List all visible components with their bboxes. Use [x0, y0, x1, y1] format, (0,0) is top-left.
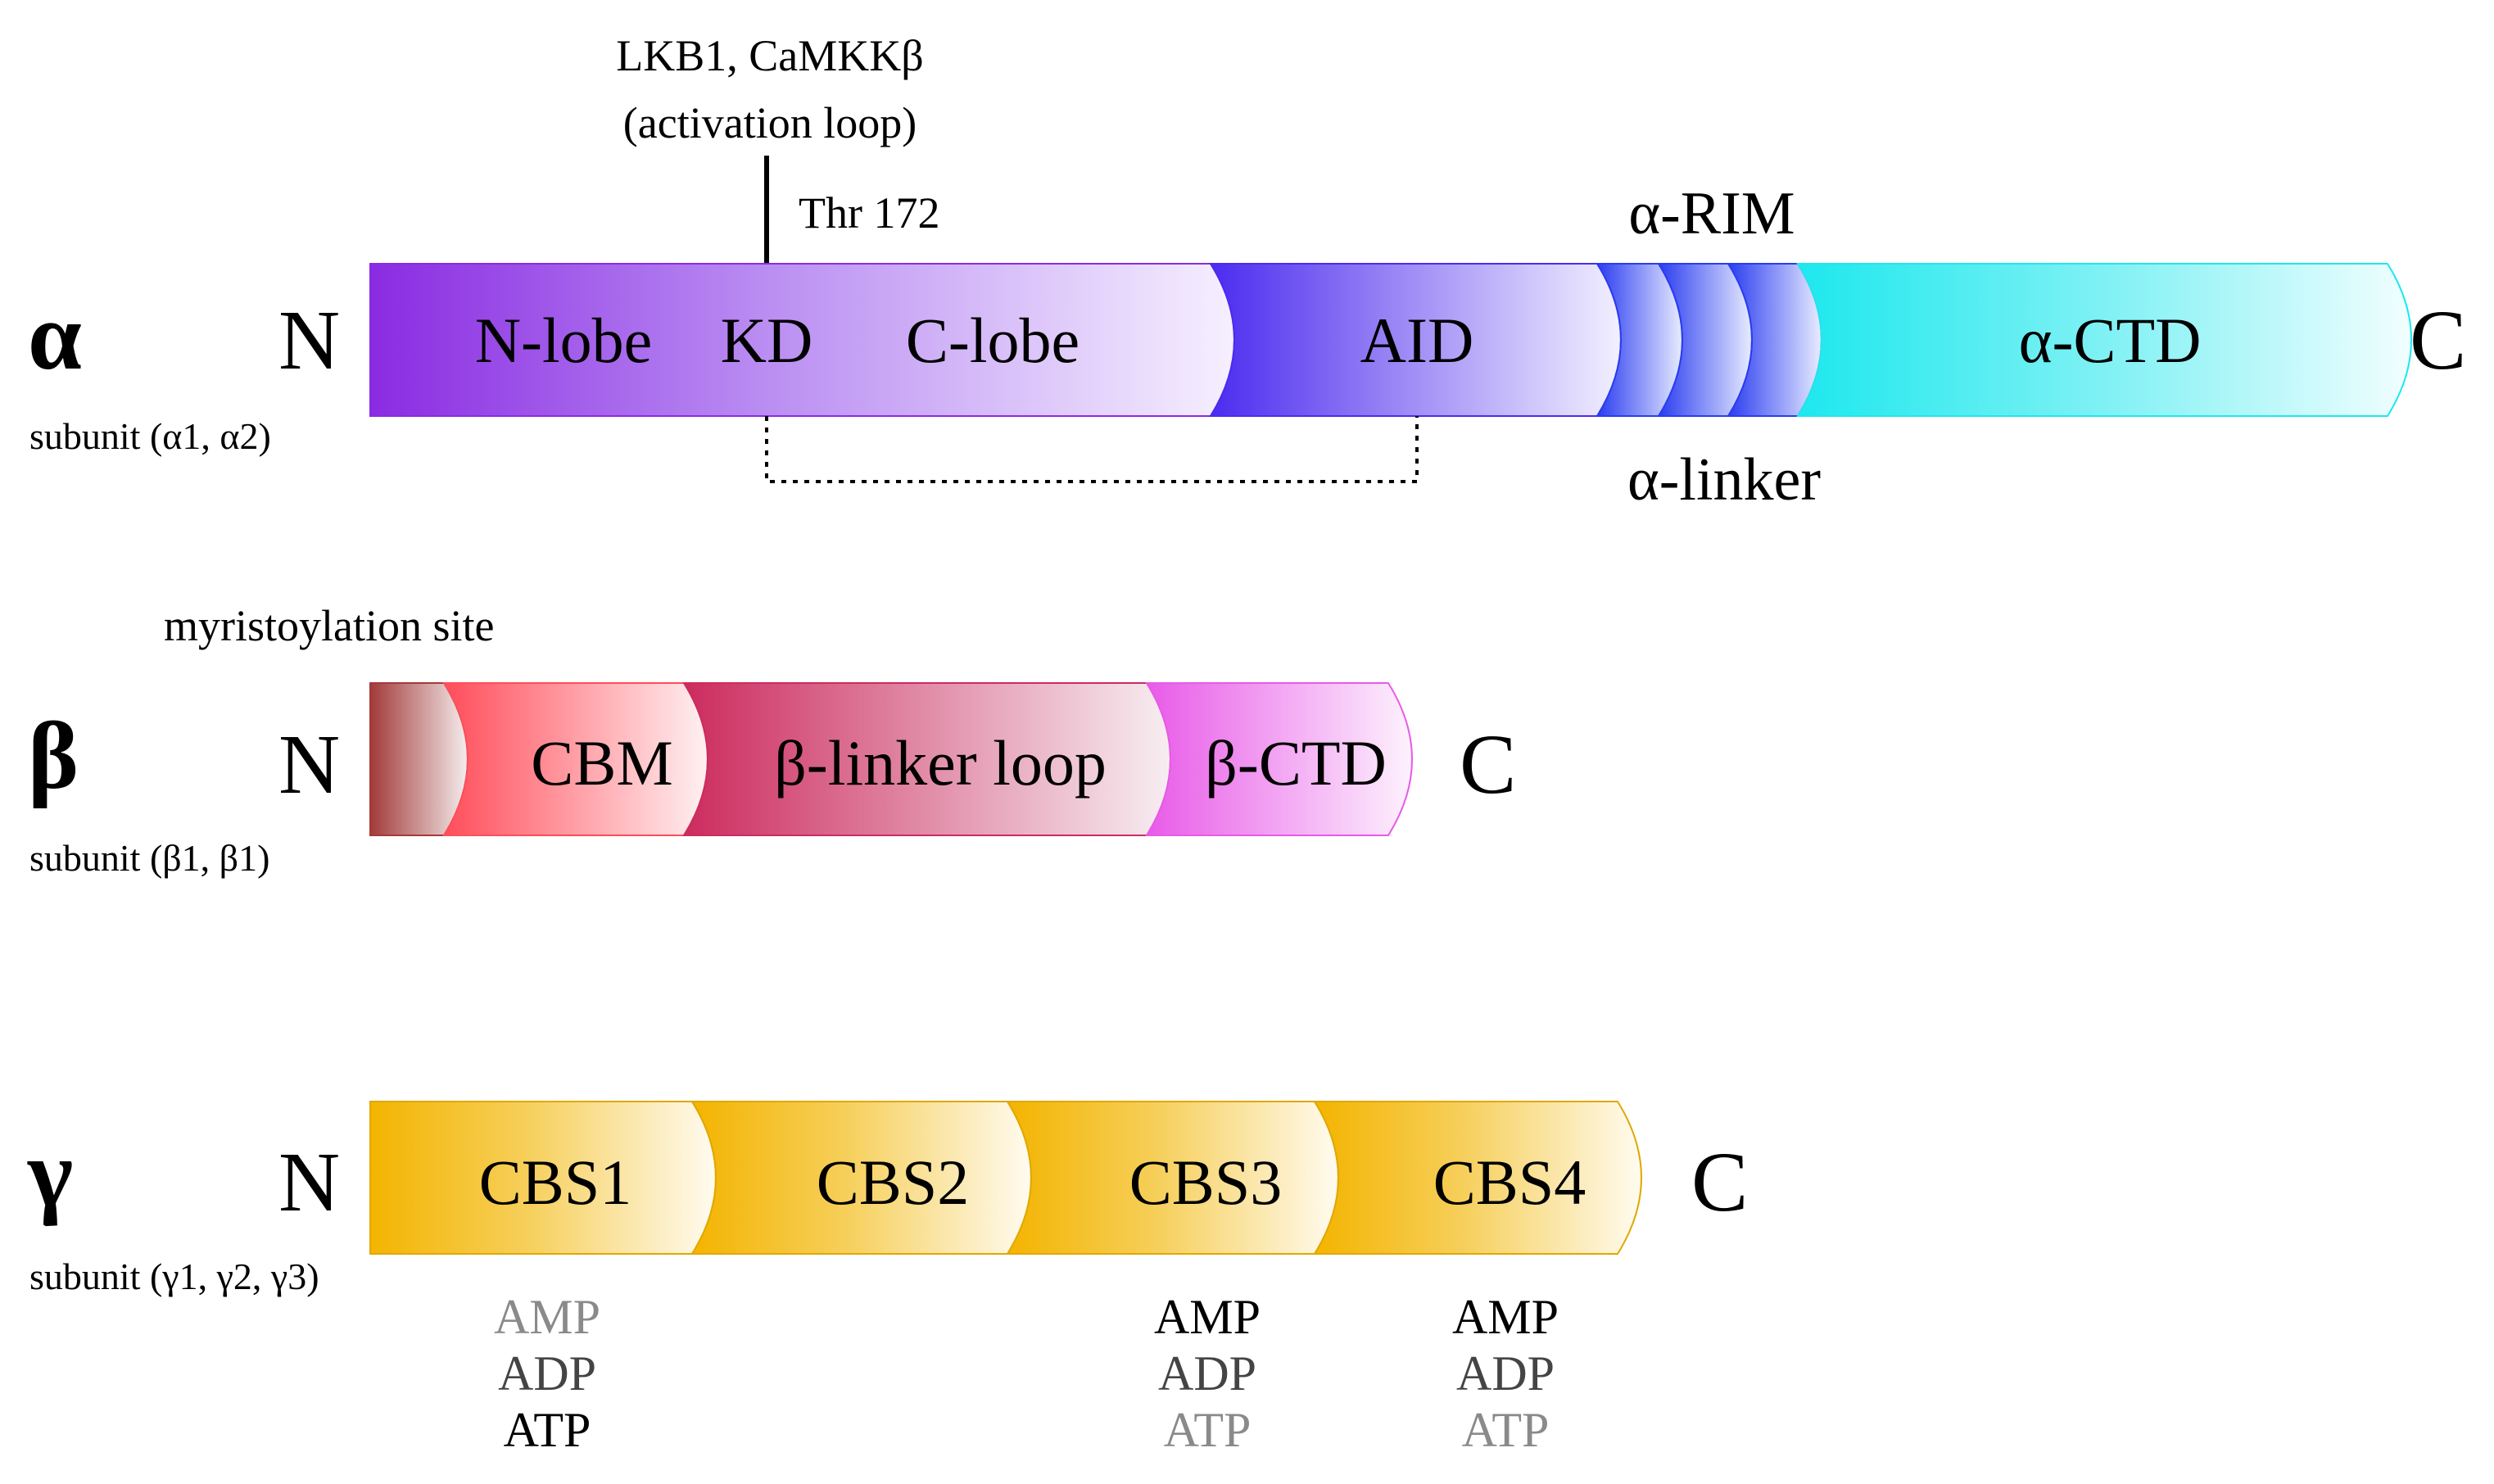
- beta-linker-label: β-linker loop: [774, 727, 1107, 799]
- cbs3-adp-label: ADP: [1158, 1346, 1256, 1400]
- alpha-n-terminus: N: [278, 293, 340, 387]
- myristoylation-label: myristoylation site: [164, 601, 494, 650]
- cbs4-amp-label: AMP: [1452, 1290, 1559, 1344]
- gamma-c-terminus: C: [1691, 1135, 1748, 1229]
- alpha-subunit: α subunit (α1, α2) N C LKB1, CaMKKβ (act…: [28, 31, 2466, 514]
- beta-ctd-label: β-CTD: [1205, 727, 1387, 799]
- beta-symbol: β: [28, 702, 79, 809]
- cbs4-atp-label: ATP: [1462, 1403, 1550, 1457]
- thr172-label: Thr 172: [799, 188, 939, 238]
- cbs1-atp-label: ATP: [504, 1403, 591, 1457]
- alpha-rim-label: α-RIM: [1628, 180, 1795, 247]
- beta-subunit: β subunit (β1, β1) N C myristoylation si…: [28, 601, 1516, 879]
- cbs3-amp-label: AMP: [1154, 1290, 1261, 1344]
- cbs1-adp-label: ADP: [498, 1346, 596, 1400]
- gamma-symbol: γ: [27, 1120, 73, 1227]
- n-lobe-label: N-lobe: [475, 305, 653, 376]
- cbs4-domain: [1313, 1101, 1642, 1255]
- alpha-subunit-label: subunit (α1, α2): [29, 415, 271, 457]
- c-lobe-label: C-lobe: [906, 305, 1080, 376]
- myristoylation-site: [369, 682, 468, 836]
- cbs2-label: CBS2: [817, 1147, 969, 1218]
- gamma-subunit-label: subunit (γ1, γ2, γ3): [29, 1256, 319, 1297]
- gamma-subunit: γ subunit (γ1, γ2, γ3) N C CBS1 CBS2 CBS…: [27, 1101, 1748, 1457]
- cbs1-label: CBS1: [479, 1147, 631, 1218]
- alpha-ctd-label: α-CTD: [2019, 305, 2202, 376]
- alpha-ctd-domain: [1796, 263, 2412, 417]
- beta-subunit-label: subunit (β1, β1): [29, 837, 269, 879]
- cbs4-label: CBS4: [1433, 1147, 1586, 1218]
- kd-aid-interaction-line: [765, 416, 1419, 483]
- alpha-symbol: α: [28, 283, 82, 390]
- cbs3-atp-label: ATP: [1164, 1403, 1252, 1457]
- alpha-c-terminus: C: [2410, 293, 2466, 387]
- gamma-n-terminus: N: [278, 1135, 340, 1229]
- aid-label: AID: [1360, 305, 1474, 376]
- activation-loop-label: (activation loop): [623, 98, 917, 147]
- kd-label: KD: [721, 305, 813, 376]
- cbs4-adp-label: ADP: [1456, 1346, 1555, 1400]
- cbm-label: CBM: [531, 727, 672, 799]
- cbs3-label: CBS3: [1129, 1147, 1282, 1218]
- alpha-linker-label: α-linker: [1627, 446, 1821, 514]
- beta-n-terminus: N: [278, 717, 340, 812]
- beta-ctd-domain: [1145, 682, 1413, 836]
- kinase-label: LKB1, CaMKKβ: [616, 31, 923, 80]
- beta-c-terminus: C: [1460, 717, 1516, 812]
- cbs1-amp-label: AMP: [494, 1290, 600, 1344]
